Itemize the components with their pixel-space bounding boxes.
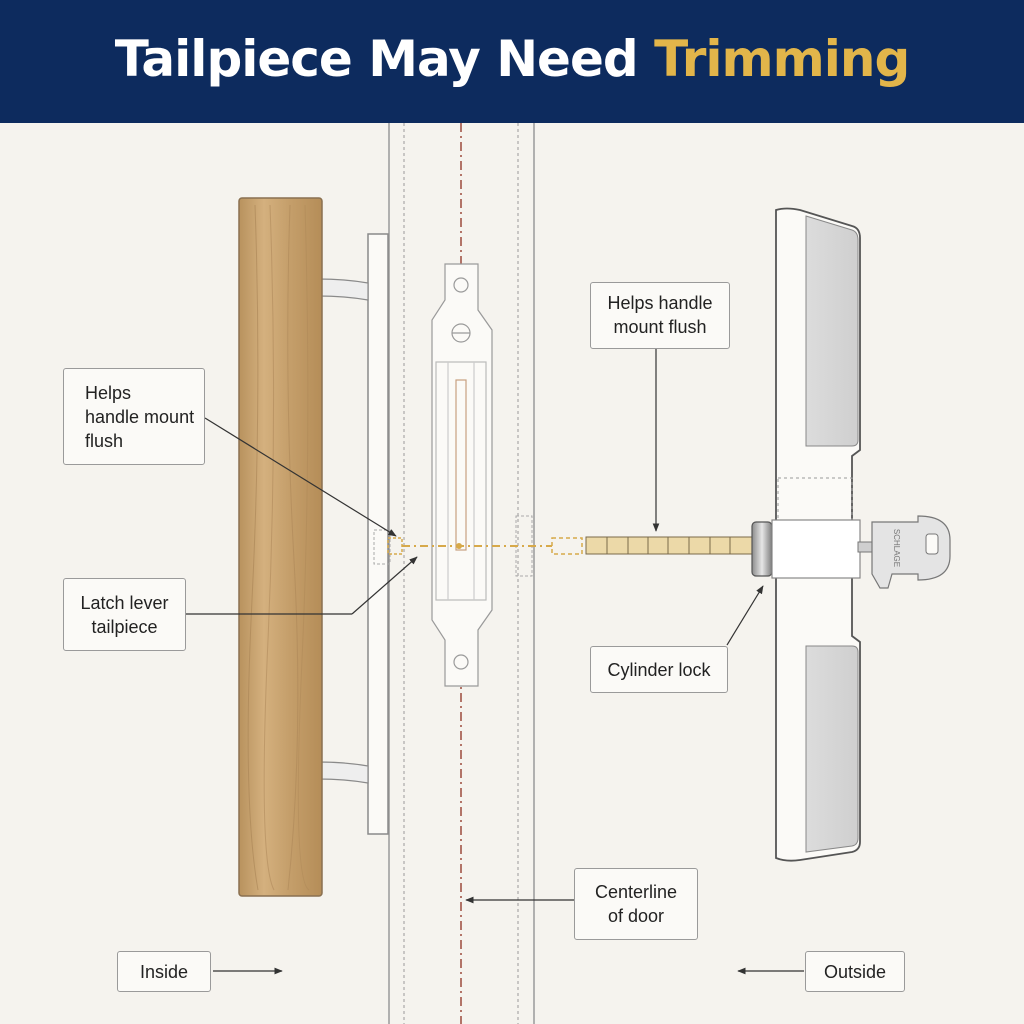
handle-standoffs [317, 278, 369, 784]
callout-line: handle mount [85, 407, 195, 427]
key-brand-text: SCHLAGE [892, 529, 901, 567]
title-main: Tailpiece May Need [114, 29, 639, 88]
key-icon: SCHLAGE [871, 515, 951, 589]
inside-mount-plate [367, 233, 389, 835]
callout-helps-flush-left: Helps handle mount flush [63, 368, 205, 465]
header-banner: Tailpiece May Need Trimming [0, 0, 1024, 123]
latch-tailpiece [373, 515, 583, 577]
callout-line: Centerline [594, 882, 678, 902]
callout-line: Outside [823, 962, 887, 982]
callout-line: tailpiece [91, 617, 158, 637]
latch-mechanism [431, 263, 493, 687]
callout-line: mount flush [613, 317, 707, 337]
callout-line: of door [607, 906, 665, 926]
callout-line: Latch lever [80, 593, 169, 613]
callout-line: Inside [139, 962, 189, 982]
callout-cylinder-lock: Cylinder lock [590, 646, 728, 693]
label-outside: Outside [805, 951, 905, 992]
inside-wood-handle [238, 197, 323, 897]
leader-lines [186, 349, 804, 975]
callout-helps-flush-right: Helps handle mount flush [590, 282, 730, 349]
door-edges [388, 123, 535, 1024]
callout-line: flush [85, 431, 124, 451]
callout-line: Helps handle [607, 293, 713, 313]
callout-line: Helps [85, 383, 132, 403]
cylinder-lock [751, 519, 875, 579]
callout-line: Cylinder lock [607, 660, 711, 680]
callout-centerline: Centerline of door [574, 868, 698, 940]
page-title: Tailpiece May Need Trimming [114, 29, 910, 88]
title-accent: Trimming [654, 29, 910, 88]
callout-latch-tailpiece: Latch lever tailpiece [63, 578, 186, 651]
cylinder-tailpiece [585, 536, 753, 555]
label-inside: Inside [117, 951, 211, 992]
